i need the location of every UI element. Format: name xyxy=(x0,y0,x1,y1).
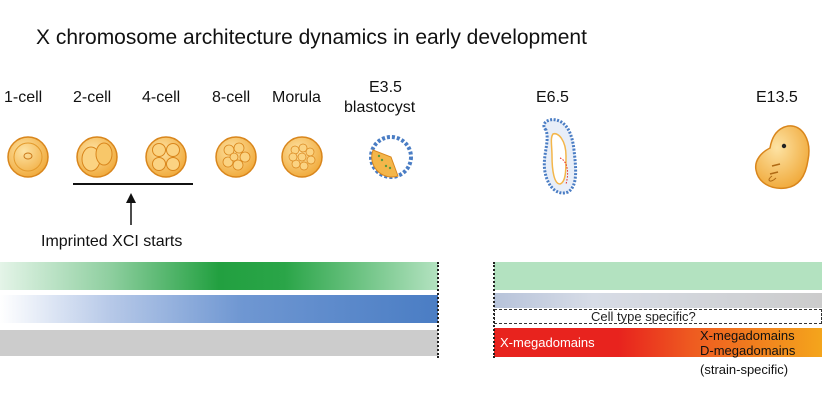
x-megadomains-left-label: X-megadomains xyxy=(500,335,595,350)
stage-label-2-cell: 2-cell xyxy=(73,89,112,106)
stage-label-8-cell: 8-cell xyxy=(212,89,251,106)
stage-label-blastocyst: blastocyst xyxy=(344,99,416,116)
stage-label-morula: Morula xyxy=(272,89,321,106)
left-dotted-divider xyxy=(437,262,439,358)
left-green-bar xyxy=(0,262,438,290)
one-cell-embryo xyxy=(7,136,49,178)
d-megadomains-label: D-megadomains xyxy=(700,343,796,358)
megadomain-bar xyxy=(494,328,822,357)
four-cell-embryo xyxy=(145,136,187,178)
cell-type-specific-label: Cell type specific? xyxy=(591,309,696,324)
imprinted-xci-label: Imprinted XCI starts xyxy=(41,233,183,250)
eight-cell-embryo xyxy=(215,136,257,178)
morula-embryo xyxy=(281,136,323,178)
stage-label-1-cell: 1-cell xyxy=(4,89,43,106)
stage-label-e6-5: E6.5 xyxy=(536,89,569,106)
left-blue-bar xyxy=(0,295,438,323)
stage-label-e3-5: E3.5 xyxy=(369,79,402,96)
e6-5-embryo xyxy=(542,118,578,195)
figure-title: X chromosome architecture dynamics in ea… xyxy=(36,26,587,49)
two-cell-embryo xyxy=(76,136,118,178)
right-green-bar xyxy=(494,262,822,290)
e13-5-embryo xyxy=(754,125,810,190)
x-megadomains-right-label: X-megadomains xyxy=(700,328,795,343)
right-dotted-divider xyxy=(493,262,495,358)
blastocyst-embryo xyxy=(369,135,413,179)
stage-label-e13-5: E13.5 xyxy=(756,89,798,106)
right-gray-bar xyxy=(494,293,822,308)
xci-arrow-head xyxy=(126,193,136,203)
strain-specific-label: (strain-specific) xyxy=(700,362,789,377)
left-gray-bar xyxy=(0,330,438,356)
stage-label-4-cell: 4-cell xyxy=(142,89,181,106)
